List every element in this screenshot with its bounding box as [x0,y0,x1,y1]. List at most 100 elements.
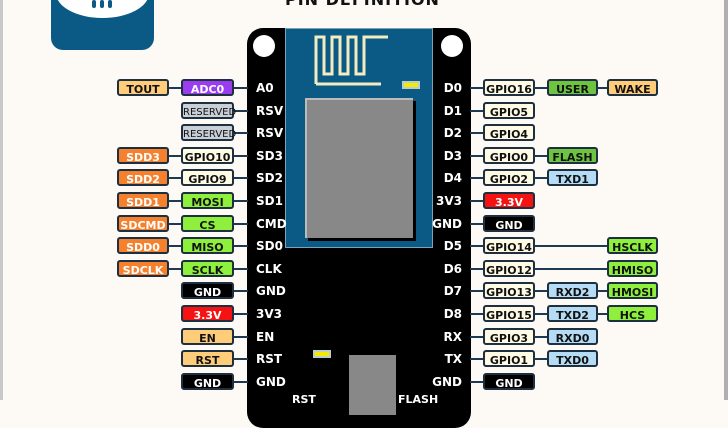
pin-label: RSV [256,104,284,118]
pin-wire [234,177,248,179]
pin-wire [470,87,484,89]
gpio-tag[interactable]: GPIO13 [483,282,535,299]
pin-wire [234,336,248,338]
pin-function-tag[interactable]: EN [181,328,234,345]
pin-function-tag[interactable]: RESERVED [181,102,236,119]
pin-label: D2 [443,126,462,140]
pin-wire [470,358,484,360]
pin-wire [234,200,248,202]
gpio-tag[interactable]: GND [483,215,535,232]
pin-wire [234,358,248,360]
gpio-tag[interactable]: GPIO1 [483,350,535,367]
gpio-tag[interactable]: GND [483,373,535,390]
pin-function-tag[interactable]: FLASH [547,147,598,164]
pin-label: 3V3 [436,194,462,208]
pin-wire [470,132,484,134]
pin-alt-tag[interactable]: WAKE [607,79,658,96]
pin-wire [534,268,608,270]
pin-wire [534,155,548,157]
pin-wire [470,200,484,202]
usb-connector [349,355,396,415]
gpio-tag[interactable]: GPIO3 [483,328,535,345]
pin-wire [534,313,548,315]
pin-wire [168,177,182,179]
pin-wire [597,313,608,315]
pin-wire [168,268,182,270]
pin-wire [470,268,484,270]
pin-wire [234,223,248,225]
pin-wire [234,87,248,89]
pin-function-tag[interactable]: TXD1 [547,169,598,186]
pin-alt-tag[interactable]: HMISO [607,260,658,277]
pin-alt-tag[interactable]: SDD3 [117,147,169,164]
gpio-tag[interactable]: GPIO16 [483,79,535,96]
pin-wire [470,110,484,112]
gpio-tag[interactable]: GPIO2 [483,169,535,186]
pin-function-tag[interactable]: USER [547,79,598,96]
pin-alt-tag[interactable]: SDD2 [117,169,169,186]
pin-wire [168,155,182,157]
pin-function-tag[interactable]: ADC0 [181,79,234,96]
pin-label: SD1 [256,194,283,208]
pin-function-tag[interactable]: RXD0 [547,328,598,345]
board-led [313,350,331,358]
pin-label: RX [443,330,463,344]
pin-alt-tag[interactable]: SDCMD [117,215,169,232]
pin-alt-tag[interactable]: HCS [607,305,658,322]
pin-wire [470,155,484,157]
pin-function-tag[interactable]: SCLK [181,260,234,277]
pin-wire [534,290,548,292]
pin-alt-tag[interactable]: HMOSI [607,282,658,299]
gpio-tag[interactable]: GPIO5 [483,102,535,119]
pin-wire [470,313,484,315]
pin-function-tag[interactable]: RESERVED [181,124,236,141]
pin-wire [470,177,484,179]
pin-label: RST [256,352,283,366]
pin-function-tag[interactable]: RXD2 [547,282,598,299]
pin-function-tag[interactable]: CS [181,215,234,232]
pin-label: EN [256,330,275,344]
pin-wire [470,223,484,225]
mount-hole-right [441,35,463,57]
pin-function-tag[interactable]: GPIO10 [181,147,234,164]
pin-function-tag[interactable]: TXD0 [547,350,598,367]
pin-function-tag[interactable]: MISO [181,237,234,254]
pin-label: D3 [443,149,462,163]
pin-alt-tag[interactable]: HSCLK [607,237,658,254]
pin-label: SD0 [256,239,283,253]
pin-function-tag[interactable]: TXD2 [547,305,598,322]
gpio-tag[interactable]: GPIO14 [483,237,535,254]
pin-wire [534,245,608,247]
pin-wire [470,245,484,247]
pin-label: D7 [443,284,462,298]
pin-wire [597,290,608,292]
pin-alt-tag[interactable]: TOUT [117,79,169,96]
pin-label: D0 [443,81,462,95]
pin-wire [470,381,484,383]
pin-wire [168,200,182,202]
window-left-border [0,0,3,400]
gpio-tag[interactable]: GPIO15 [483,305,535,322]
pin-function-tag[interactable]: RST [181,350,234,367]
pin-label: CLK [256,262,282,276]
pin-label: GND [432,375,462,389]
window-right-border [724,0,728,400]
pin-wire [234,155,248,157]
pin-alt-tag[interactable]: SDD1 [117,192,169,209]
pin-wire [234,290,248,292]
pin-function-tag[interactable]: GPIO9 [181,169,234,186]
gpio-tag[interactable]: GPIO12 [483,260,535,277]
pin-function-tag[interactable]: MOSI [181,192,234,209]
pin-alt-tag[interactable]: SDD0 [117,237,169,254]
pin-function-tag[interactable]: 3.3V [181,305,234,322]
pin-wire [168,223,182,225]
pin-label: SD3 [256,149,283,163]
pin-label: D5 [443,239,462,253]
gpio-tag[interactable]: 3.3V [483,192,535,209]
gpio-tag[interactable]: GPIO4 [483,124,535,141]
pin-function-tag[interactable]: GND [181,373,234,390]
pin-wire [597,87,608,89]
pin-alt-tag[interactable]: SDCLK [117,260,169,277]
pin-function-tag[interactable]: GND [181,282,234,299]
gpio-tag[interactable]: GPIO0 [483,147,535,164]
